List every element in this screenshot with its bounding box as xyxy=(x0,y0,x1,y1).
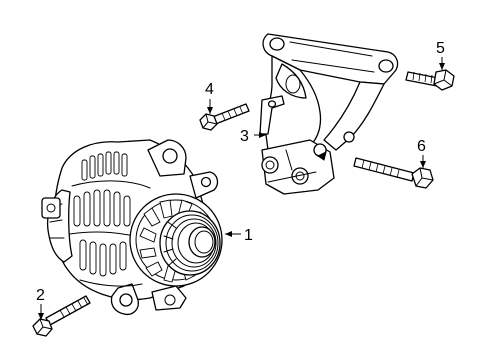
callout-number: 5 xyxy=(436,40,445,57)
callout-2: 2 xyxy=(36,287,45,320)
bolt-5 xyxy=(405,69,455,91)
callout-4: 4 xyxy=(205,81,214,114)
alternator xyxy=(41,139,223,316)
callout-number: 2 xyxy=(36,287,45,304)
bolt-4 xyxy=(199,103,250,131)
callout-number: 4 xyxy=(205,81,214,98)
callout-number: 3 xyxy=(240,128,249,145)
callout-number: 6 xyxy=(417,138,426,155)
bolt-2 xyxy=(32,295,91,337)
callout-5: 5 xyxy=(436,40,445,70)
callout-number: 1 xyxy=(244,227,253,244)
bracket xyxy=(259,33,399,195)
callout-6: 6 xyxy=(417,138,426,168)
alternator-pulley xyxy=(159,210,221,276)
bolt-6 xyxy=(353,157,434,189)
callout-3: 3 xyxy=(240,128,266,145)
alternator-fins xyxy=(73,151,131,277)
callout-1: 1 xyxy=(225,227,253,244)
